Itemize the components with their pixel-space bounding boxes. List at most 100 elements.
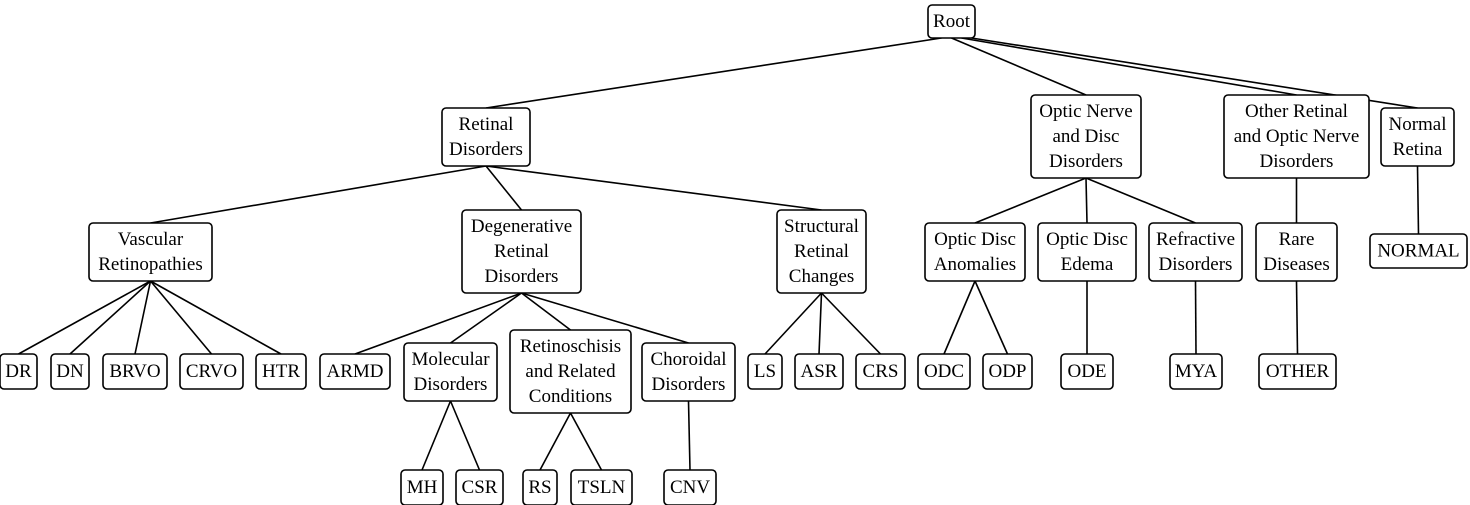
node-label-rare-diseases-line-1: Diseases: [1263, 254, 1329, 275]
node-mh: MH: [400, 469, 444, 505]
node-label-choroidal-disorders-line-1: Disorders: [652, 374, 726, 395]
node-label-armd-line-0: ARMD: [326, 361, 383, 382]
node-box-choroidal-disorders: [641, 342, 736, 402]
node-dr: DR: [0, 353, 38, 390]
edge-choroidal-disorders-to-cnv: [687, 400, 691, 471]
node-box-root: [927, 4, 976, 39]
node-label-root-line-0: Root: [933, 11, 971, 32]
node-cnv: CNV: [663, 469, 717, 505]
node-label-structural-retinal-changes-line-2: Changes: [789, 266, 854, 287]
node-label-structural-retinal-changes-line-1: Retinal: [794, 241, 849, 262]
node-box-cnv: [663, 469, 717, 505]
node-label-optic-nerve-disc-disorders-line-2: Disorders: [1049, 151, 1123, 172]
edge-vascular-retinopathies-to-dr: [18, 280, 151, 355]
node-armd: ARMD: [319, 353, 391, 390]
edge-molecular-disorders-to-mh: [421, 400, 452, 471]
node-box-refractive-disorders: [1148, 222, 1243, 282]
node-dn: DN: [50, 353, 90, 390]
node-box-crs: [855, 353, 906, 390]
edge-retinal-disorders-to-structural-retinal-changes: [485, 165, 822, 211]
edge-retinal-disorders-to-vascular-retinopathies: [150, 165, 487, 224]
node-label-optic-nerve-disc-disorders-line-0: Optic Nerve: [1039, 101, 1132, 122]
node-odp: ODP: [982, 353, 1033, 390]
node-box-degenerative-retinal-disorders: [461, 209, 582, 294]
node-box-odp: [982, 353, 1033, 390]
edge-optic-disc-anomalies-to-odp: [974, 280, 1009, 355]
node-box-optic-disc-edema: [1037, 222, 1137, 282]
node-box-optic-disc-anomalies: [924, 222, 1026, 282]
node-label-asr-line-0: ASR: [801, 361, 838, 382]
node-label-mh-line-0: MH: [407, 477, 438, 498]
node-label-ls-line-0: LS: [754, 361, 776, 382]
node-label-ode-line-0: ODE: [1067, 361, 1106, 382]
node-label-other-retinal-optic-nerve-disorders-line-0: Other Retinal: [1245, 101, 1348, 122]
node-root: Root: [927, 4, 976, 39]
node-ode: ODE: [1060, 353, 1114, 390]
node-label-other-retinal-optic-nerve-disorders-line-1: and Optic Nerve: [1234, 126, 1360, 147]
node-box-dn: [50, 353, 90, 390]
node-box-crvo: [179, 353, 244, 390]
node-label-structural-retinal-changes-line-0: Structural: [784, 216, 859, 237]
tree-edges: [18, 37, 1420, 471]
node-label-molecular-disorders-line-0: Molecular: [411, 349, 490, 370]
edge-molecular-disorders-to-csr: [449, 400, 481, 471]
node-label-normal-retina-line-1: Retina: [1393, 139, 1443, 160]
node-box-other-retinal-optic-nerve-disorders: [1223, 94, 1370, 179]
edge-optic-nerve-disc-disorders-to-refractive-disorders: [1085, 177, 1196, 224]
edge-root-to-optic-nerve-disc-disorders: [951, 37, 1087, 96]
node-label-optic-disc-edema-line-1: Edema: [1061, 254, 1114, 275]
edge-structural-retinal-changes-to-ls: [764, 292, 823, 355]
node-box-structural-retinal-changes: [776, 209, 867, 294]
node-label-dn-line-0: DN: [56, 361, 84, 382]
edge-root-to-other-retinal-optic-nerve-disorders: [961, 37, 1297, 96]
node-box-ode: [1060, 353, 1114, 390]
node-label-degenerative-retinal-disorders-line-0: Degenerative: [471, 216, 572, 237]
node-rs: RS: [522, 469, 558, 505]
node-label-retinoschisis-line-1: and Related: [525, 361, 616, 382]
node-label-degenerative-retinal-disorders-line-2: Disorders: [485, 266, 559, 287]
node-label-odp-line-0: ODP: [988, 361, 1026, 382]
node-label-vascular-retinopathies-line-1: Retinopathies: [98, 254, 202, 275]
node-label-refractive-disorders-line-0: Refractive: [1156, 229, 1235, 250]
edge-vascular-retinopathies-to-brvo: [134, 280, 152, 355]
node-label-molecular-disorders-line-1: Disorders: [414, 374, 488, 395]
edge-optic-nerve-disc-disorders-to-optic-disc-anomalies: [974, 177, 1087, 224]
node-label-other-line-0: OTHER: [1266, 361, 1330, 382]
edge-refractive-disorders-to-mya: [1194, 280, 1197, 355]
node-label-retinal-disorders-line-0: Retinal: [459, 114, 514, 135]
node-label-odc-line-0: ODC: [924, 361, 964, 382]
node-box-brvo: [102, 353, 168, 390]
edge-vascular-retinopathies-to-dn: [69, 280, 152, 355]
node-label-retinoschisis-line-2: Conditions: [529, 386, 612, 407]
node-box-optic-nerve-disc-disorders: [1030, 94, 1142, 179]
node-box-mh: [400, 469, 444, 505]
node-label-optic-disc-edema-line-0: Optic Disc: [1046, 229, 1128, 250]
edge-structural-retinal-changes-to-crs: [820, 292, 882, 355]
node-label-retinoschisis-line-0: Retinoschisis: [520, 336, 621, 357]
node-label-normal-line-0: NORMAL: [1377, 241, 1459, 262]
node-box-dr: [0, 353, 38, 390]
node-box-other: [1258, 353, 1337, 390]
node-label-htr-line-0: HTR: [262, 361, 300, 382]
edge-retinoschisis-to-tsln: [569, 412, 603, 471]
edge-retinoschisis-to-rs: [539, 412, 572, 471]
node-asr: ASR: [794, 353, 844, 390]
node-box-retinal-disorders: [441, 107, 531, 167]
edge-structural-retinal-changes-to-asr: [818, 292, 823, 355]
node-label-other-retinal-optic-nerve-disorders-line-2: Disorders: [1260, 151, 1334, 172]
node-odc: ODC: [917, 353, 971, 390]
node-box-csr: [455, 469, 504, 505]
node-box-vascular-retinopathies: [88, 222, 213, 282]
edge-rare-diseases-to-other: [1295, 280, 1299, 355]
